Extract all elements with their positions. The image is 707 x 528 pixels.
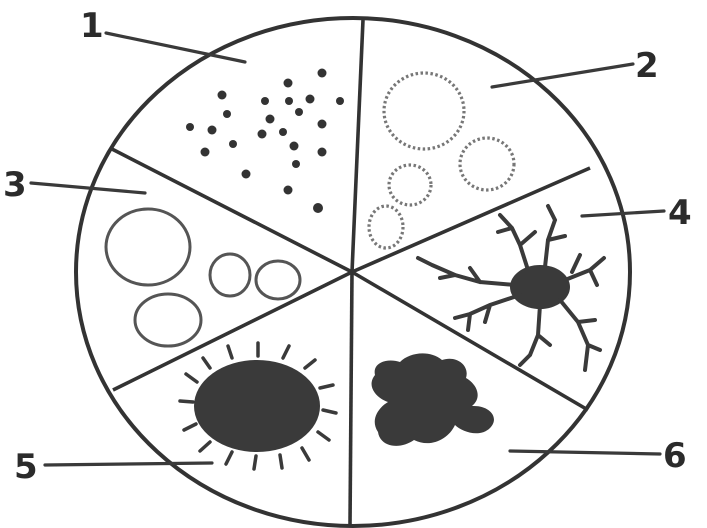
label-5: 5 (14, 447, 38, 487)
label-3: 3 (3, 165, 27, 205)
label-6: 6 (663, 436, 687, 476)
label-1: 1 (80, 6, 104, 46)
divider-bottom (350, 272, 352, 525)
label-2: 2 (635, 46, 659, 86)
label-4: 4 (668, 193, 692, 233)
leader-5 (45, 463, 212, 465)
